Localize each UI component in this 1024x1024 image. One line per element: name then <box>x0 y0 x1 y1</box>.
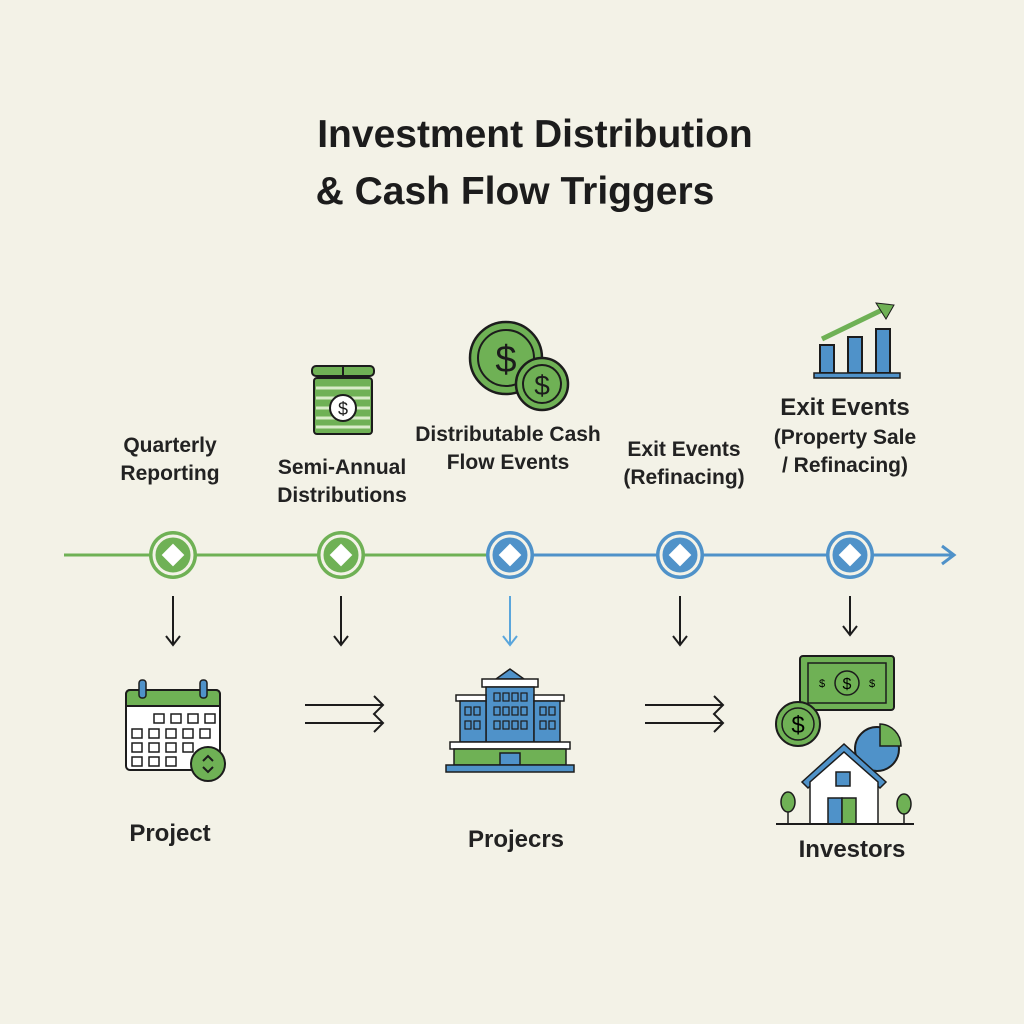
double-arrow-icon <box>305 695 385 733</box>
growth-chart-icon <box>813 302 901 379</box>
label-line: Distributable Cash <box>415 423 601 446</box>
event-label-semi-annual: Semi-Annual Distributions <box>277 454 407 510</box>
event-label-exit-property-sale: Exit Events (Property Sale / Refinacing) <box>774 392 916 480</box>
entity-label-project: Project <box>129 820 211 847</box>
label-line: Exit Events <box>627 438 741 461</box>
timeline-node[interactable] <box>656 531 704 579</box>
timeline-arrowhead-icon <box>941 544 957 566</box>
label-line: Quarterly <box>123 434 217 457</box>
label-line: Flow Events <box>446 451 570 474</box>
double-arrow-icon <box>645 695 725 733</box>
down-arrow-icon <box>502 596 518 647</box>
svg-text:$: $ <box>869 678 875 690</box>
label-heading: Exit Events <box>780 394 910 421</box>
page-title: Investment Distribution & Cash Flow Trig… <box>0 106 1024 220</box>
building-icon <box>445 668 575 773</box>
investors-house-icon: $ $ $ $ <box>775 655 914 825</box>
cash-stack-icon: $ <box>311 365 375 435</box>
svg-text:$: $ <box>819 678 825 690</box>
label-line: Reporting <box>120 462 220 485</box>
coins-icon: $ $ <box>468 320 570 412</box>
label-line: / Refinacing) <box>781 454 909 477</box>
title-line-1: Investment Distribution <box>317 113 753 156</box>
down-arrow-icon <box>842 596 858 637</box>
label-line: Semi-Annual <box>277 456 407 479</box>
label-line: Distributions <box>277 484 407 507</box>
title-line-2: & Cash Flow Triggers <box>315 170 715 213</box>
svg-text:$: $ <box>791 712 804 739</box>
label-line: (Property Sale <box>773 426 917 449</box>
label-line: (Refinacing) <box>623 466 745 489</box>
calendar-icon <box>125 679 226 782</box>
timeline-node[interactable] <box>317 531 365 579</box>
down-arrow-icon <box>333 596 349 647</box>
event-label-quarterly-reporting: Quarterly Reporting <box>120 432 219 488</box>
timeline-node[interactable] <box>486 531 534 579</box>
timeline-node[interactable] <box>826 531 874 579</box>
event-label-exit-refinancing: Exit Events (Refinacing) <box>623 436 744 492</box>
down-arrow-icon <box>165 596 181 647</box>
entity-label-investors: Investors <box>798 836 906 863</box>
down-arrow-icon <box>672 596 688 647</box>
svg-text:$: $ <box>843 676 852 693</box>
event-label-distributable-cash: Distributable Cash Flow Events <box>415 421 601 477</box>
entity-label-projects: Projecrs <box>467 826 565 853</box>
svg-text:$: $ <box>534 370 550 401</box>
svg-text:$: $ <box>495 339 516 381</box>
svg-text:$: $ <box>338 399 348 419</box>
timeline-node[interactable] <box>149 531 197 579</box>
